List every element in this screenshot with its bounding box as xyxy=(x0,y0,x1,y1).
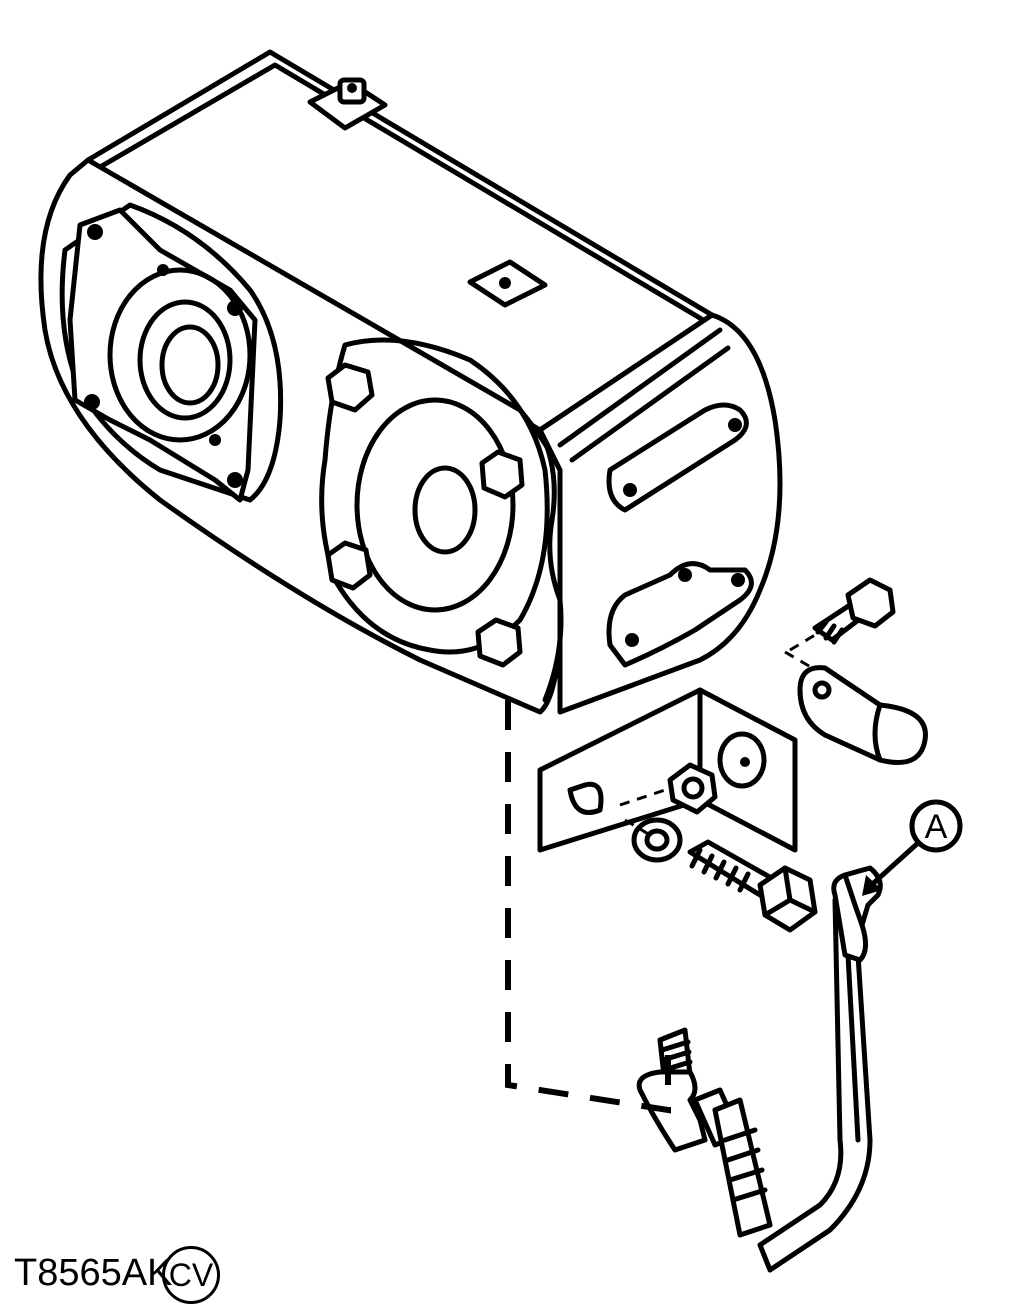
top-fill-plug xyxy=(467,259,548,308)
lock-washer xyxy=(624,817,683,863)
input-flange xyxy=(59,202,284,503)
assembly-path-line xyxy=(505,700,671,1114)
callout-a: A xyxy=(862,799,963,896)
hydraulic-line xyxy=(757,865,883,1273)
cv-badge: CV xyxy=(162,1246,220,1304)
bracket-cap-screw xyxy=(687,839,818,933)
angle-bracket xyxy=(537,687,798,853)
line-clamp xyxy=(797,665,928,765)
figure-id: T8565AK xyxy=(14,1252,173,1294)
side-slot-cover xyxy=(606,402,749,513)
flange-bolts xyxy=(325,362,525,668)
callout-a-label: A xyxy=(925,808,948,846)
side-mounting-pad xyxy=(606,561,754,668)
clip-cap-screw xyxy=(784,577,896,692)
elbow-fitting xyxy=(636,1027,773,1238)
top-vent-plug xyxy=(307,77,388,131)
hex-nut xyxy=(619,762,718,815)
